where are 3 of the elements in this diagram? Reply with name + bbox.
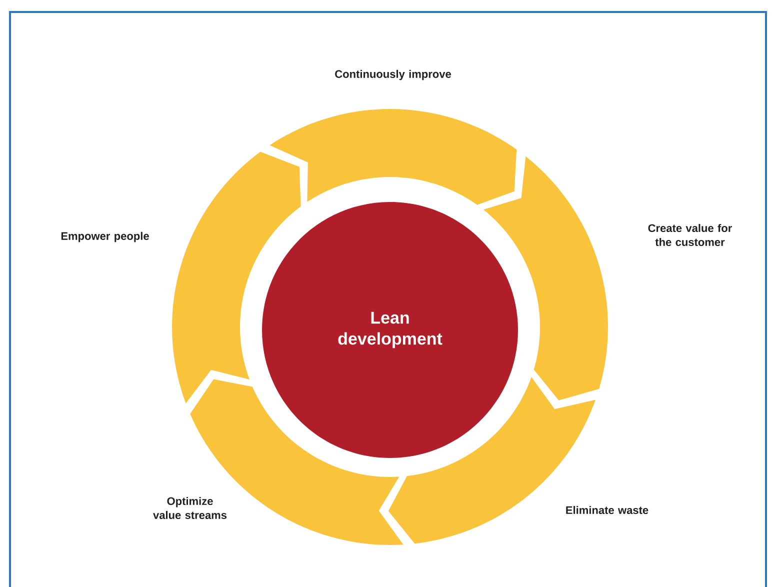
node-label: Empower people xyxy=(61,232,149,242)
node-label: Create value for the customer xyxy=(648,224,732,246)
node-label: Continuously improve xyxy=(335,70,451,80)
